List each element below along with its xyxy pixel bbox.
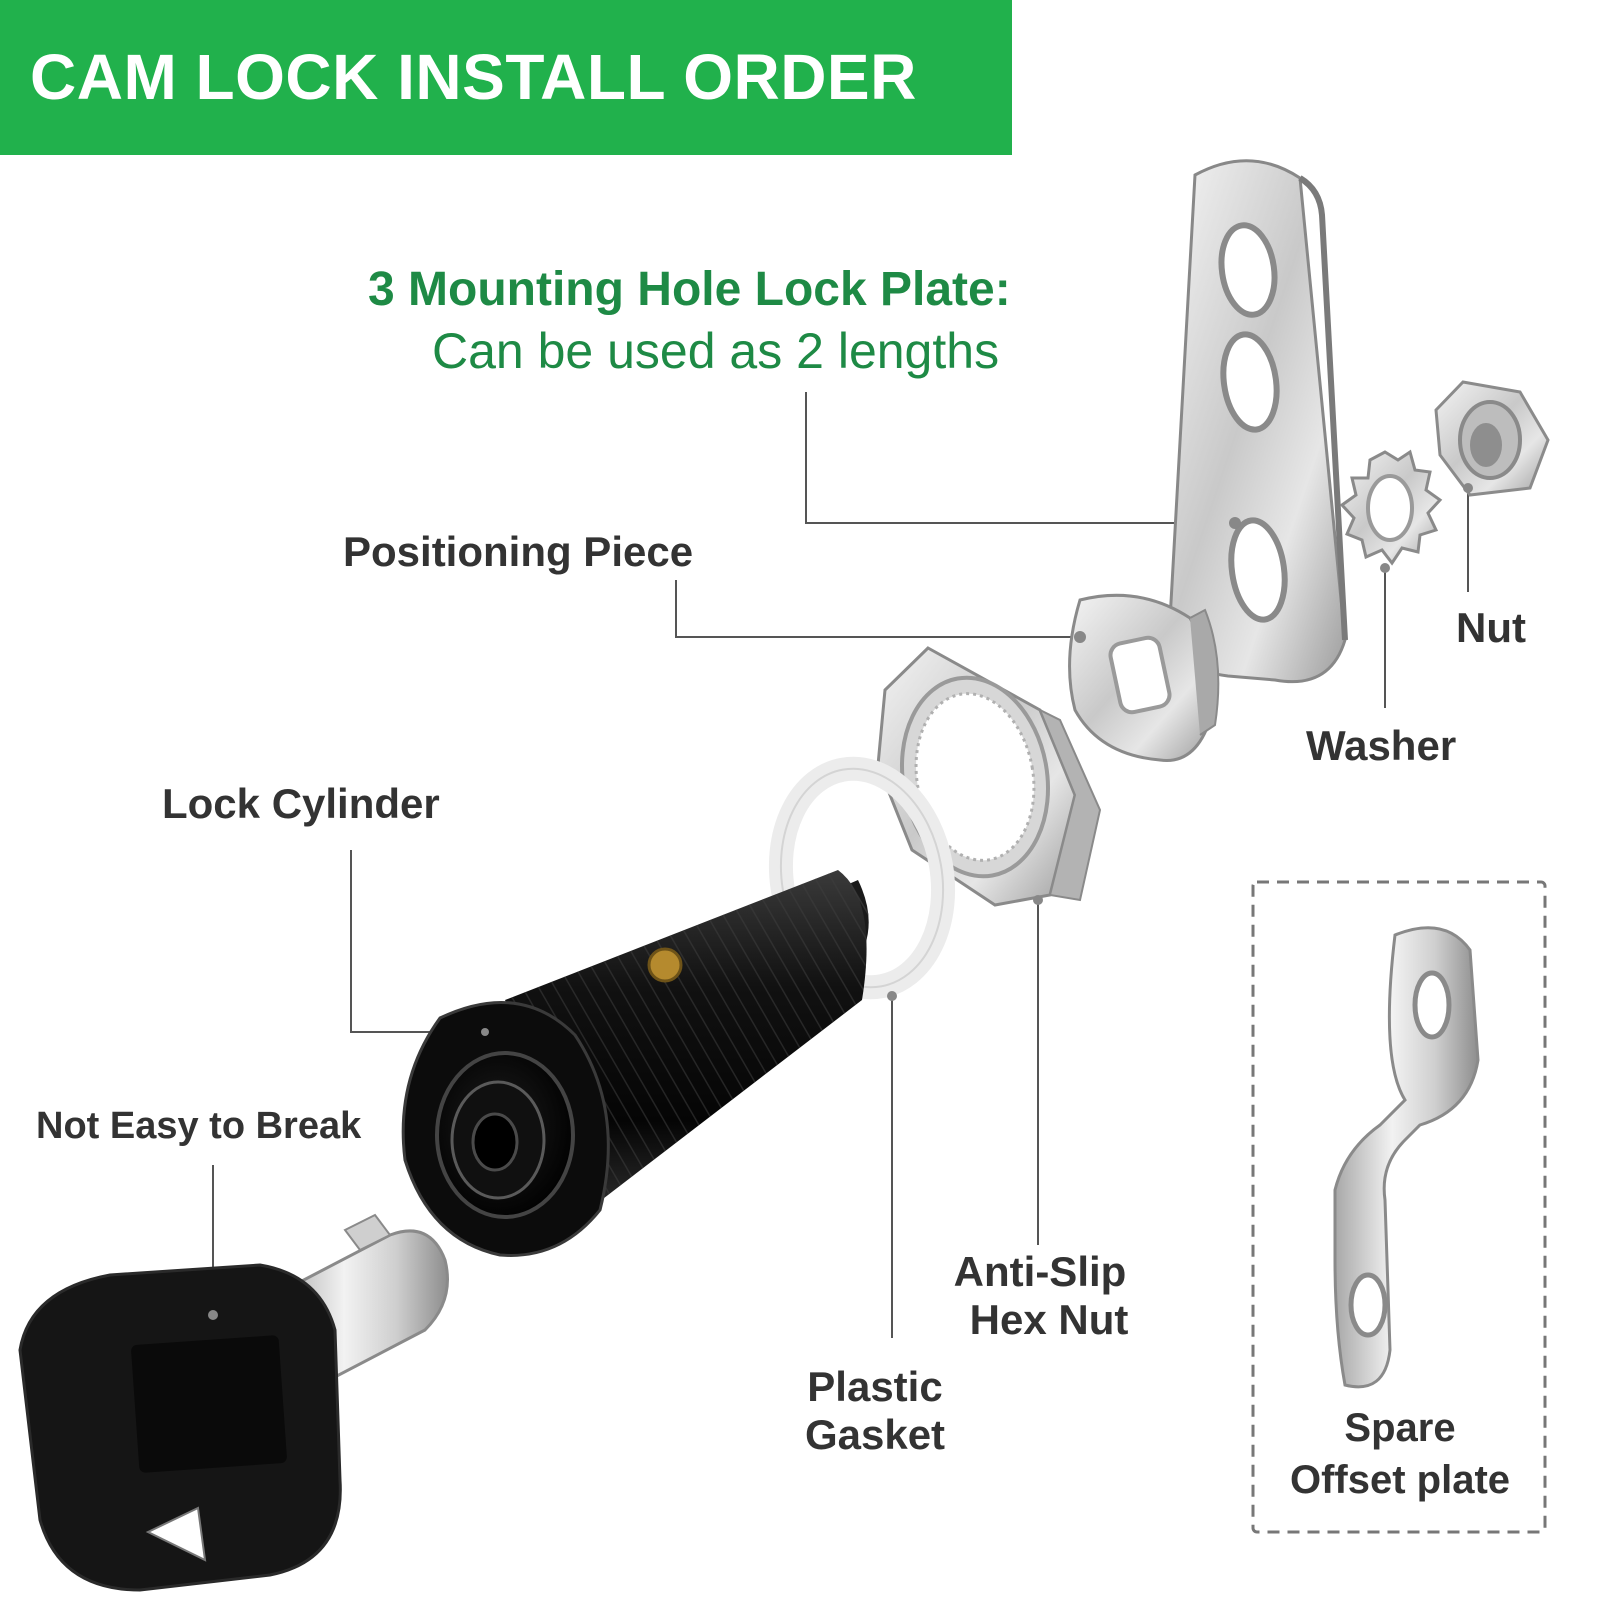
label-anti-slip-hex-nut: Anti-Slip Hex Nut (935, 1248, 1145, 1345)
lock-plate-marker (1229, 517, 1241, 529)
label-spare-offset-plate: Spare Offset plate (1262, 1405, 1538, 1503)
nut-part (1434, 380, 1550, 497)
label-nut: Nut (1456, 604, 1526, 651)
lock-cylinder-part (401, 870, 869, 1257)
lock-plate-title: 3 Mounting Hole Lock Plate: (368, 263, 1011, 316)
hex-nut-part (876, 646, 1102, 907)
label-lock-cylinder: Lock Cylinder (162, 780, 440, 827)
label-plastic-gasket: Plastic Gasket (780, 1363, 970, 1460)
label-plastic-gasket-line1: Plastic (807, 1363, 943, 1410)
label-anti-slip-line2: Hex Nut (969, 1296, 1129, 1344)
label-spare-line1: Spare (1344, 1406, 1456, 1450)
label-positioning-piece: Positioning Piece (343, 528, 694, 575)
leader-lock-cylinder (350, 850, 485, 1033)
label-spare-line2: Offset plate (1289, 1458, 1511, 1502)
spare-offset-plate-box (1251, 880, 1547, 1534)
label-not-easy-to-break: Not Easy to Break (36, 1105, 362, 1147)
leader-lock-plate (805, 392, 1235, 524)
page-title: CAM LOCK INSTALL ORDER (30, 41, 917, 113)
leader-positioning-piece (675, 580, 1080, 638)
leader-lines (212, 392, 1469, 1338)
header-banner: CAM LOCK INSTALL ORDER (0, 0, 1012, 155)
label-anti-slip-line1: Anti-Slip (953, 1248, 1127, 1295)
lock-plate-subtitle: Can be used as 2 lengths (432, 323, 1000, 379)
lock-plate-3-hole (1168, 159, 1348, 684)
positioning-piece-part (1068, 593, 1220, 762)
label-washer: Washer (1306, 722, 1457, 769)
washer-part (1339, 449, 1443, 573)
key-part (18, 1213, 449, 1592)
label-plastic-gasket-line2: Gasket (804, 1411, 946, 1459)
